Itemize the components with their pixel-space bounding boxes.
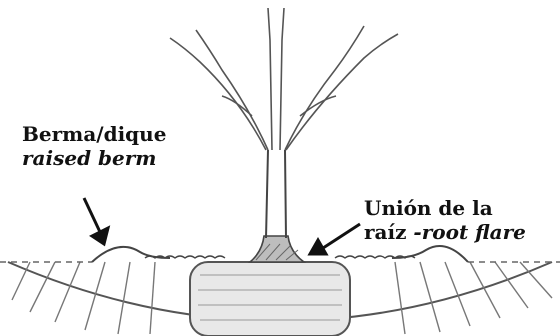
root-flare-label: Unión de la raíz -root flare — [364, 196, 526, 244]
tree-trunk — [266, 150, 286, 238]
berm-left — [92, 247, 170, 262]
berm-label-english: raised berm — [22, 146, 166, 170]
root-ball — [190, 262, 350, 336]
arrow-to-berm — [84, 198, 108, 244]
root-flare-label-spanish: raíz — [364, 220, 413, 244]
root-flare-label-line1: Unión de la — [364, 196, 526, 220]
tree-branches — [170, 8, 398, 150]
root-flare-label-line2: raíz -root flare — [364, 220, 526, 244]
arrow-to-root-flare — [310, 224, 360, 254]
berm-right — [392, 246, 468, 262]
berm-label: Berma/dique raised berm — [22, 122, 166, 170]
root-flare-label-english: -root flare — [413, 220, 525, 244]
berm-label-spanish: Berma/dique — [22, 122, 166, 146]
